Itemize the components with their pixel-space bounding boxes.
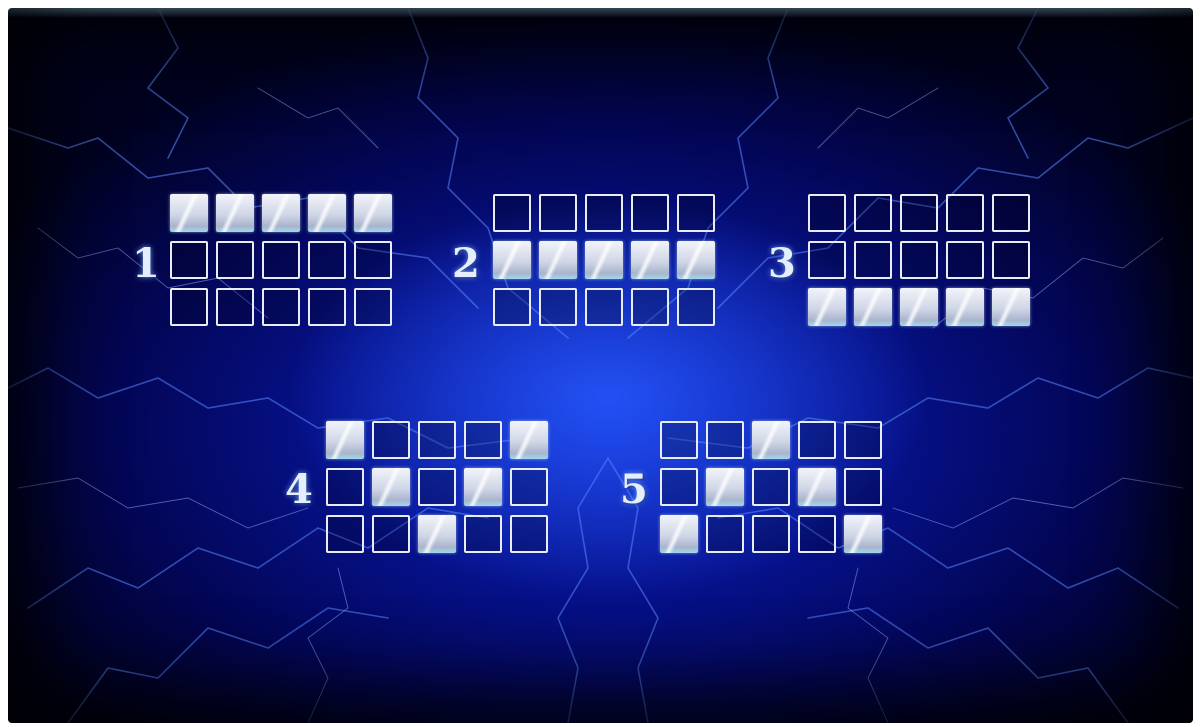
payline-cell-empty: [808, 194, 846, 232]
payline-cell-empty: [539, 194, 577, 232]
payline-cell-empty: [706, 421, 744, 459]
payline-cell-active: [798, 468, 836, 506]
payline-cell-active: [493, 241, 531, 279]
payline-cell-empty: [464, 515, 502, 553]
payline-cell-empty: [900, 241, 938, 279]
payline-cell-active: [808, 288, 846, 326]
payline-grid: [493, 194, 715, 326]
payline-cell-active: [900, 288, 938, 326]
payline-cell-empty: [660, 421, 698, 459]
payline-cell-empty: [372, 515, 410, 553]
payline-cell-empty: [493, 288, 531, 326]
payline-number: 3: [768, 244, 796, 284]
payline-cell-empty: [216, 241, 254, 279]
payline-cell-active: [418, 515, 456, 553]
payline-cell-active: [262, 194, 300, 232]
payline-cell-active: [539, 241, 577, 279]
payline-cell-active: [464, 468, 502, 506]
payline-cell-empty: [844, 421, 882, 459]
payline-cell-empty: [660, 468, 698, 506]
payline-cell-empty: [808, 241, 846, 279]
payline-cell-empty: [326, 515, 364, 553]
payline-cell-empty: [585, 194, 623, 232]
payline-cell-active: [308, 194, 346, 232]
payline-cell-active: [992, 288, 1030, 326]
payline-number: 1: [132, 244, 160, 284]
payline-cell-empty: [677, 288, 715, 326]
payline-cell-empty: [170, 241, 208, 279]
payline-cell-empty: [510, 468, 548, 506]
payline-cell-active: [706, 468, 744, 506]
lightning-background: [8, 8, 1193, 723]
payline-cell-active: [510, 421, 548, 459]
payline-cell-empty: [900, 194, 938, 232]
payline-cell-empty: [946, 194, 984, 232]
payline-cell-active: [326, 421, 364, 459]
payline-grid: [326, 421, 548, 553]
payline-cell-empty: [752, 468, 790, 506]
payline-grid: [660, 421, 882, 553]
payline-cell-empty: [464, 421, 502, 459]
payline-cell-empty: [706, 515, 744, 553]
payline-number: 2: [452, 244, 480, 284]
payline-cell-active: [631, 241, 669, 279]
payline-cell-empty: [631, 288, 669, 326]
payline-cell-empty: [354, 288, 392, 326]
payline-cell-active: [585, 241, 623, 279]
payline-cell-active: [854, 288, 892, 326]
payline-cell-empty: [308, 288, 346, 326]
payline-cell-empty: [418, 421, 456, 459]
payline-cell-empty: [418, 468, 456, 506]
payline-cell-active: [844, 515, 882, 553]
payline-grid: [170, 194, 392, 326]
payline-cell-empty: [992, 241, 1030, 279]
payline-cell-active: [372, 468, 410, 506]
payline-number: 5: [620, 470, 648, 510]
payline-cell-empty: [854, 241, 892, 279]
payline-cell-empty: [752, 515, 790, 553]
payline-cell-empty: [372, 421, 410, 459]
payline-number: 4: [285, 470, 313, 510]
payline-cell-empty: [677, 194, 715, 232]
payline-cell-active: [946, 288, 984, 326]
payline-cell-empty: [493, 194, 531, 232]
payline-cell-active: [660, 515, 698, 553]
payline-cell-empty: [326, 468, 364, 506]
payline-cell-empty: [946, 241, 984, 279]
payline-cell-empty: [585, 288, 623, 326]
payline-cell-empty: [262, 288, 300, 326]
payline-cell-empty: [510, 515, 548, 553]
payline-cell-active: [170, 194, 208, 232]
payline-cell-empty: [308, 241, 346, 279]
payline-cell-active: [677, 241, 715, 279]
payline-cell-active: [354, 194, 392, 232]
payline-cell-active: [216, 194, 254, 232]
payline-cell-empty: [262, 241, 300, 279]
top-edge-glow: [8, 8, 1193, 18]
payline-cell-empty: [170, 288, 208, 326]
payline-cell-empty: [844, 468, 882, 506]
payline-cell-empty: [798, 421, 836, 459]
payline-cell-empty: [539, 288, 577, 326]
payline-cell-active: [752, 421, 790, 459]
payline-cell-empty: [798, 515, 836, 553]
payline-cell-empty: [854, 194, 892, 232]
payline-cell-empty: [992, 194, 1030, 232]
payline-grid: [808, 194, 1030, 326]
payline-cell-empty: [354, 241, 392, 279]
paylines-screen: 1 2 3 4 5: [8, 8, 1193, 723]
payline-cell-empty: [631, 194, 669, 232]
payline-cell-empty: [216, 288, 254, 326]
